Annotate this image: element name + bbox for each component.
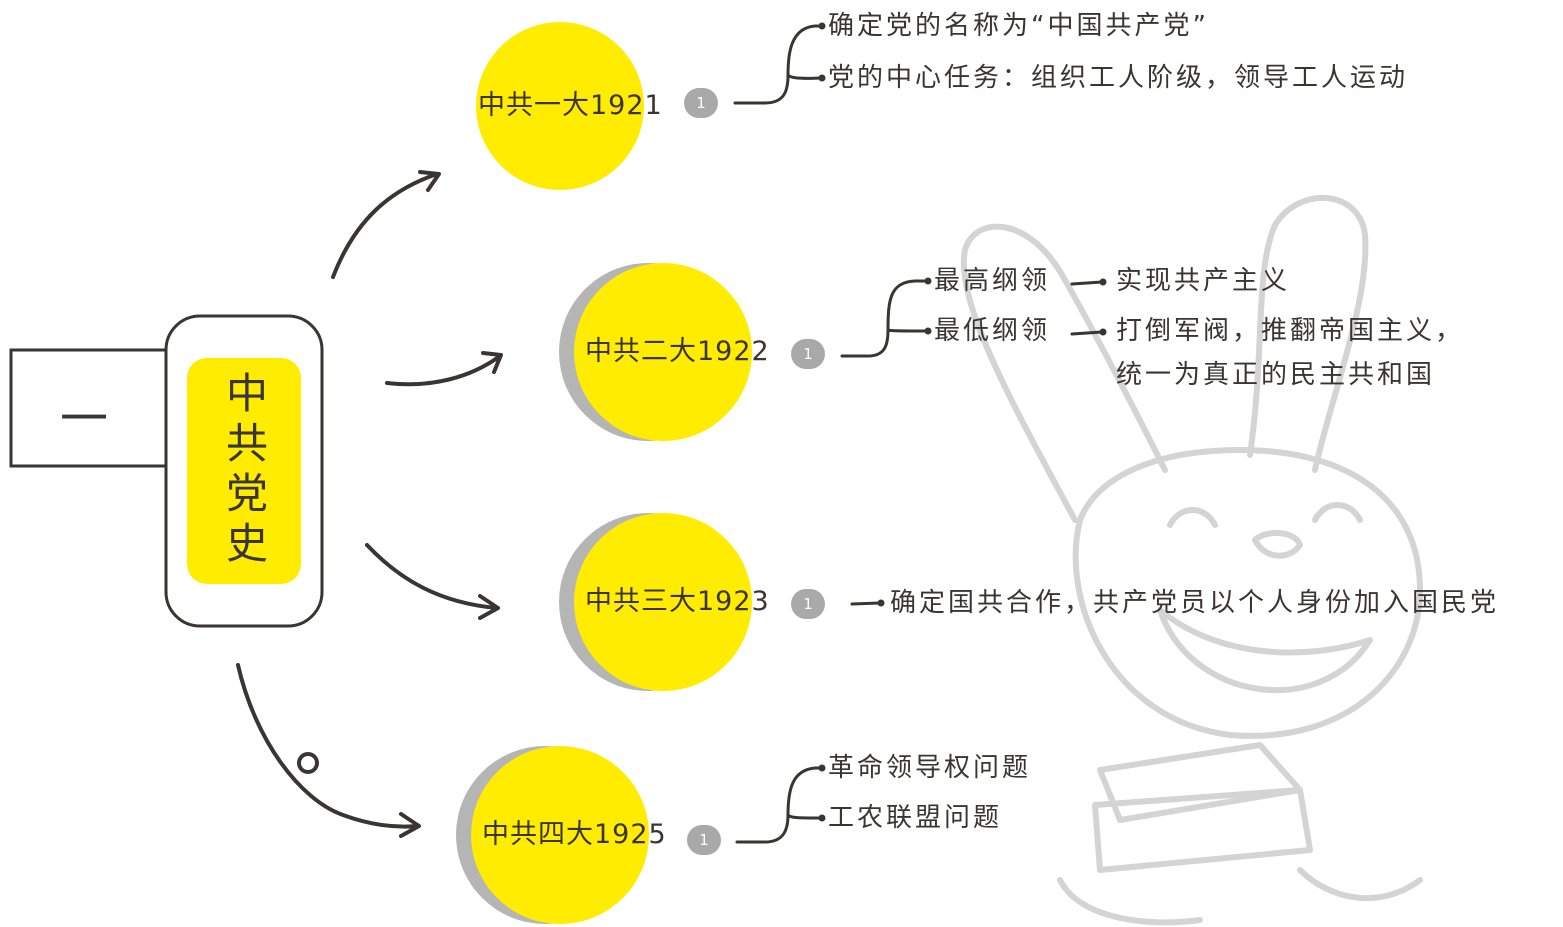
branch-4-connector-a (735, 766, 824, 844)
root-title: 中共党史 (219, 371, 269, 571)
arrowhead-3 (478, 594, 500, 620)
branch-4-item-2[interactable]: 工农联盟问题 (828, 803, 1003, 833)
branch-2-connector-a (840, 279, 930, 358)
branch-3-title[interactable]: 中共三大1923 (585, 586, 770, 617)
branch-1-count-badge[interactable]: 1 (684, 88, 718, 118)
collapse-toggle[interactable]: 一 (60, 391, 109, 447)
branch-3-connector (850, 601, 882, 606)
branch-2-item-2-detail-line-1[interactable]: 打倒军阀，推翻帝国主义， (1116, 316, 1465, 346)
branch-1-title[interactable]: 中共一大1921 (478, 90, 663, 121)
branch-4-connector-b (786, 813, 824, 820)
arrowhead-4 (399, 812, 421, 838)
branch-4-item-1[interactable]: 革命领导权问题 (828, 753, 1032, 783)
branch-4-title[interactable]: 中共四大1925 (482, 819, 667, 850)
branch-3-circle (574, 513, 752, 691)
arrow-to-branch-3 (365, 543, 499, 610)
arrowhead-1 (418, 170, 441, 192)
branch-2-count-badge[interactable]: 1 (791, 339, 825, 369)
branch-2-connector-b (886, 328, 930, 333)
branch-3-count-badge[interactable]: 1 (791, 589, 825, 619)
branch-2-item-1-label[interactable]: 最高纲领 (934, 266, 1051, 296)
arrow-4-loop (297, 752, 319, 774)
branch-1-item-1[interactable]: 确定党的名称为“中国共产党” (828, 11, 1209, 41)
branch-2-item-2-label[interactable]: 最低纲领 (934, 316, 1051, 346)
branch-1-item-2[interactable]: 党的中心任务：组织工人阶级，领导工人运动 (828, 63, 1409, 93)
branch-4-circle (471, 746, 649, 924)
branch-2-dash-b (1070, 330, 1104, 336)
branch-2-item-2-detail-line-2[interactable]: 统一为真正的民主共和国 (1116, 360, 1436, 390)
branch-2-circle (574, 263, 752, 441)
arrow-to-branch-1 (331, 172, 439, 279)
branch-1-connector-a (733, 24, 824, 105)
collapse-box (9, 348, 168, 468)
branch-2-dash-a (1070, 280, 1104, 286)
branch-1-circle (476, 22, 644, 190)
root-node[interactable]: 中共党史 (187, 358, 301, 584)
arrow-to-branch-4 (236, 663, 420, 829)
arrowhead-2 (481, 351, 503, 374)
branch-3-item-1[interactable]: 确定国共合作，共产党员以个人身份加入国民党 (890, 588, 1500, 618)
branch-2-title[interactable]: 中共二大1922 (585, 336, 770, 367)
branch-1-connector-b (786, 73, 824, 80)
branch-2-item-1-detail[interactable]: 实现共产主义 (1116, 266, 1291, 296)
arrow-to-branch-2 (385, 354, 502, 387)
branch-4-count-badge[interactable]: 1 (687, 825, 721, 855)
